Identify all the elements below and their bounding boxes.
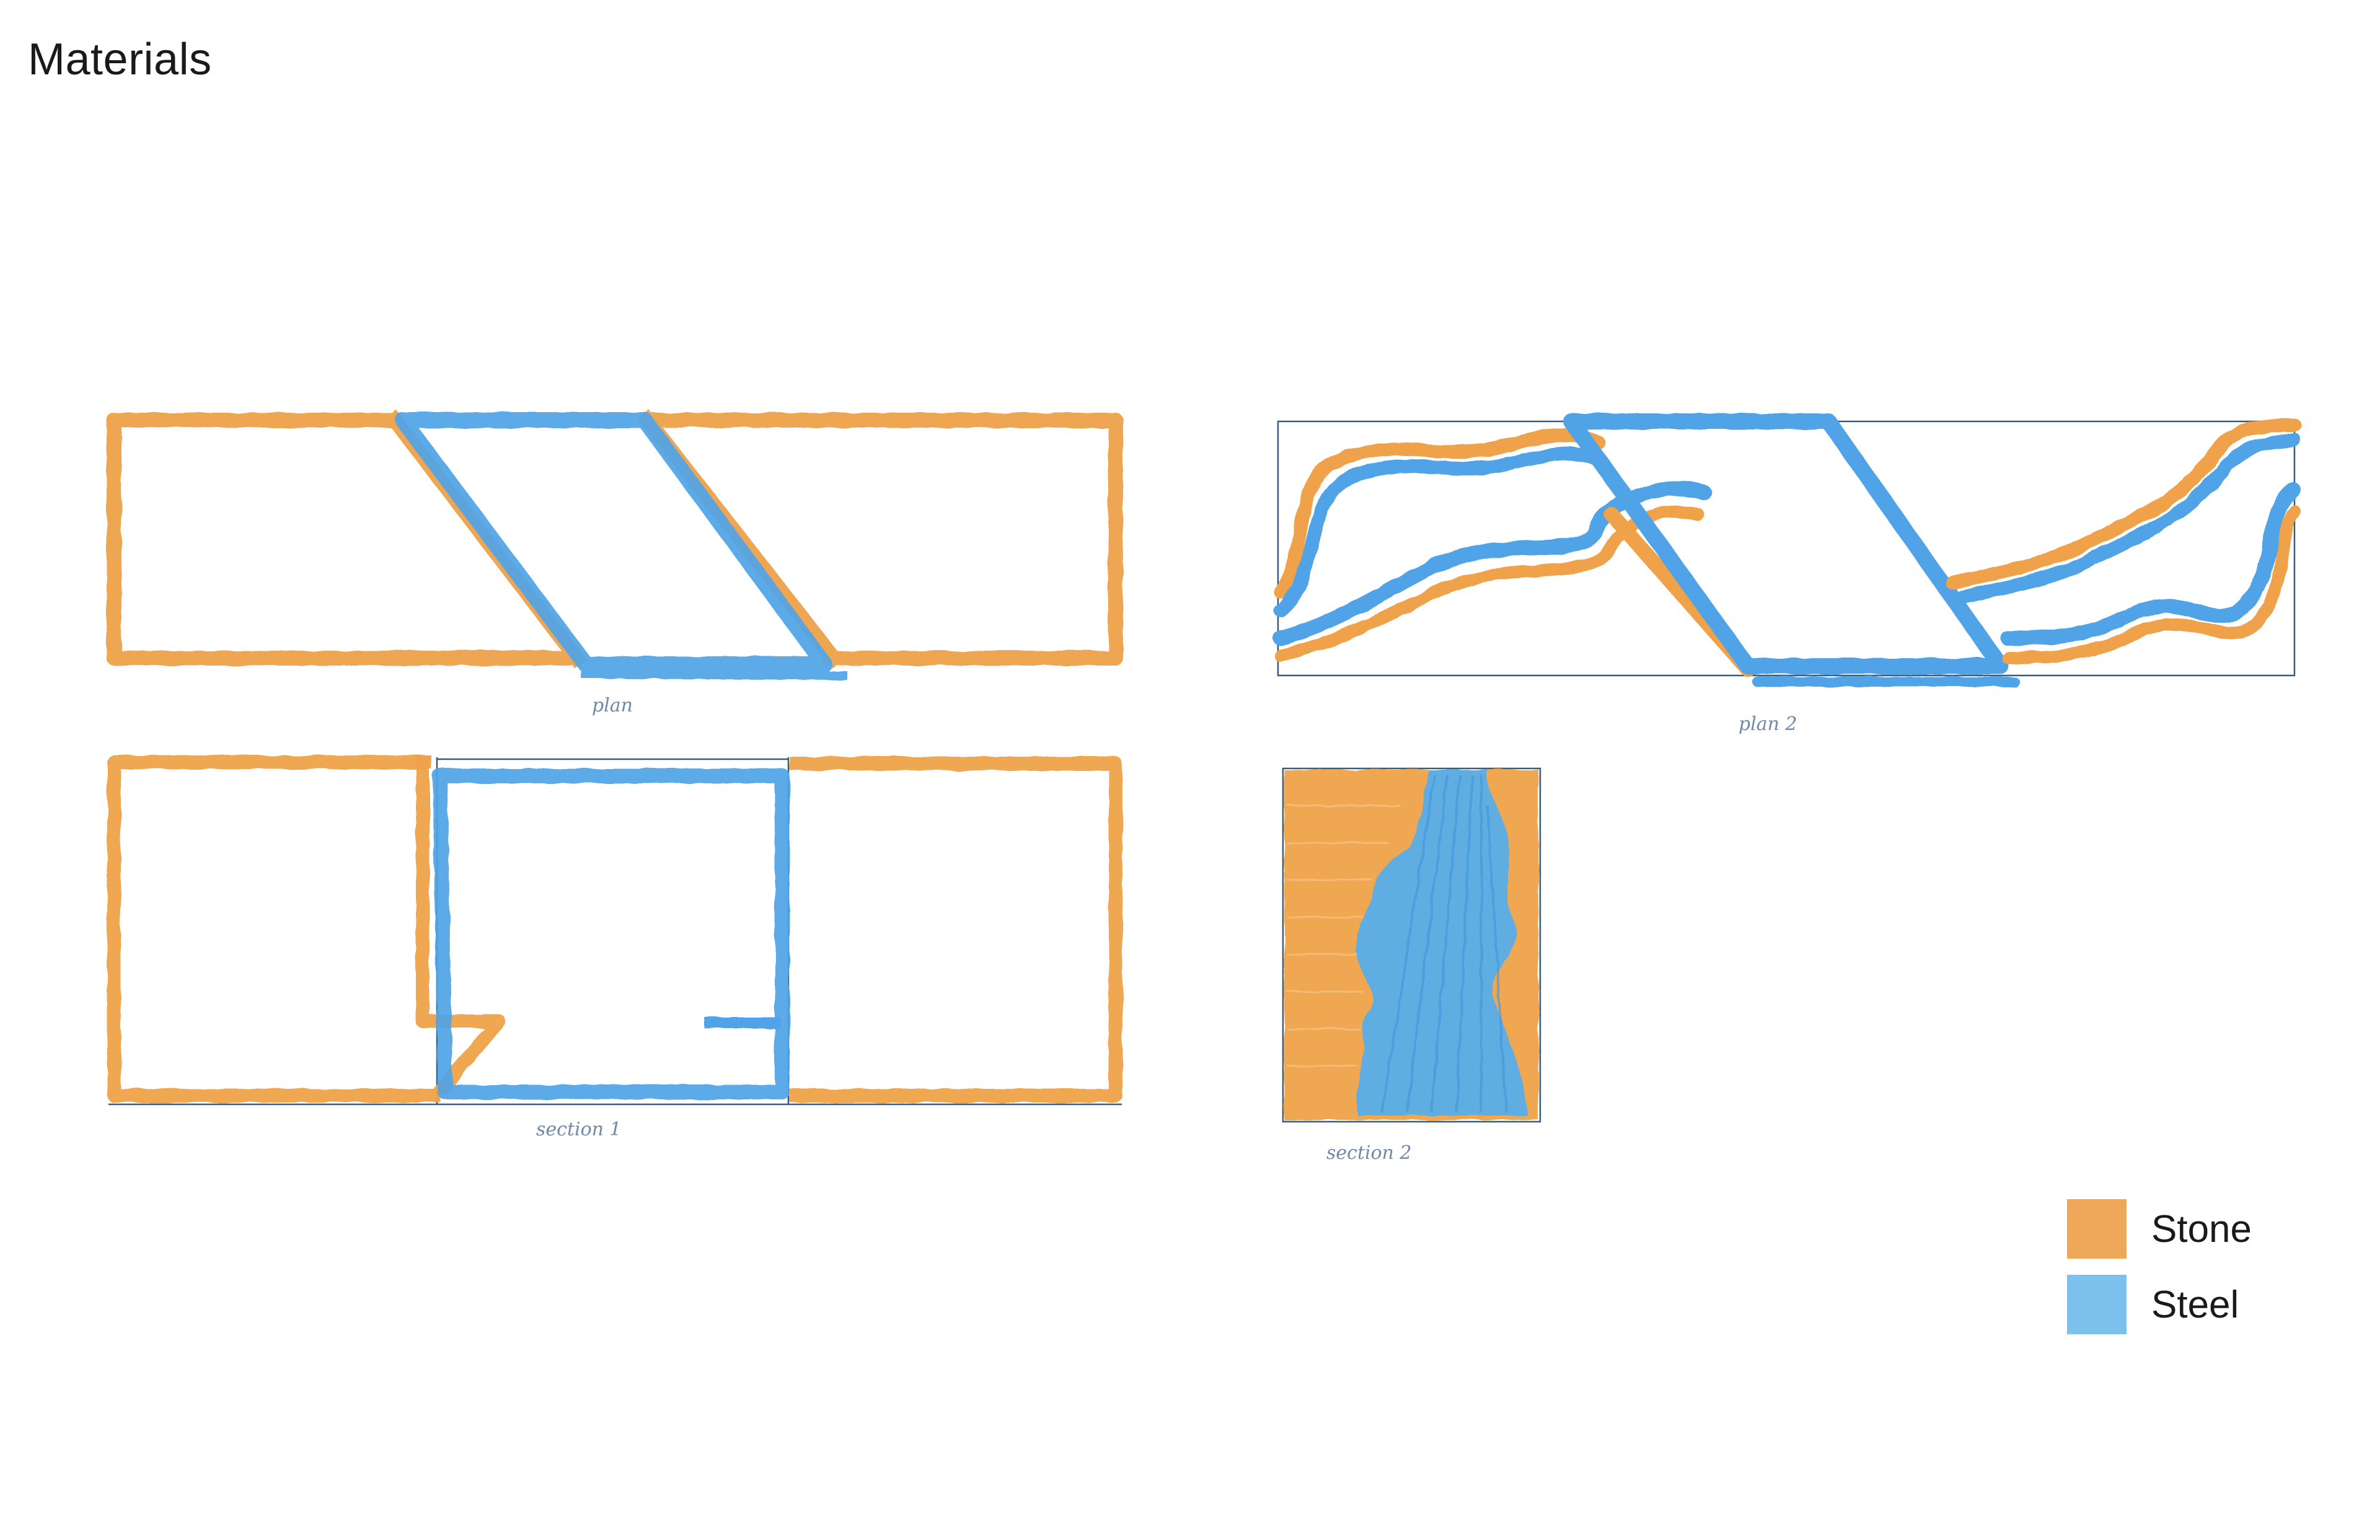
legend-label-steel: Steel	[2151, 1283, 2239, 1326]
stone-swatch	[2067, 1199, 2127, 1259]
plan-2-upper-right-steel-band	[1952, 433, 2301, 605]
section-2-label: section 2	[1326, 1142, 1412, 1164]
legend-label-stone: Stone	[2151, 1207, 2252, 1251]
plan-2-lower-right-stone-band	[2002, 505, 2301, 664]
plan-2-upper-left-steel-band	[1274, 446, 1603, 617]
plan-1-steel-parallelogram	[395, 412, 848, 680]
section-1-right-stone-room	[790, 757, 1122, 1102]
plan-2-drawing	[1273, 413, 2301, 687]
steel-swatch	[2067, 1275, 2127, 1334]
plan-2-steel-parallelogram	[1563, 413, 2009, 674]
section-1-drawing	[107, 755, 1122, 1106]
plan-2-label: plan 2	[1739, 713, 1797, 735]
section-1-steel-room	[433, 768, 790, 1099]
plan-1-drawing	[107, 410, 1123, 680]
plan-2-upper-left-stone-band	[1274, 428, 1606, 599]
section-2-steel-hatching	[1381, 774, 1507, 1113]
page-title: Materials	[28, 35, 212, 84]
plan-2-upper-right-stone-band	[1946, 418, 2301, 589]
legend-item-stone: Stone	[2067, 1199, 2252, 1259]
section-2-drawing	[1282, 767, 1541, 1123]
section-2-stone-hatching	[1287, 804, 1401, 1067]
plan-1-stone-outline	[107, 410, 1123, 669]
section-1-label: section 1	[536, 1119, 622, 1140]
materials-legend: Stone Steel	[2067, 1199, 2252, 1350]
plan-2-lower-right-steel-band	[2001, 482, 2301, 646]
section-1-left-stone-room	[107, 755, 441, 1102]
plan-1-label: plan	[592, 695, 633, 716]
plan-2-lower-left-steel-band	[1273, 480, 1712, 646]
section-1-pencil-lines	[108, 757, 1122, 1106]
section-2-pencil-frame	[1282, 767, 1541, 1123]
section-2-steel-fill	[1355, 770, 1528, 1115]
section-1-stone-wall-with-stair	[416, 755, 506, 1098]
legend-item-steel: Steel	[2067, 1275, 2252, 1334]
